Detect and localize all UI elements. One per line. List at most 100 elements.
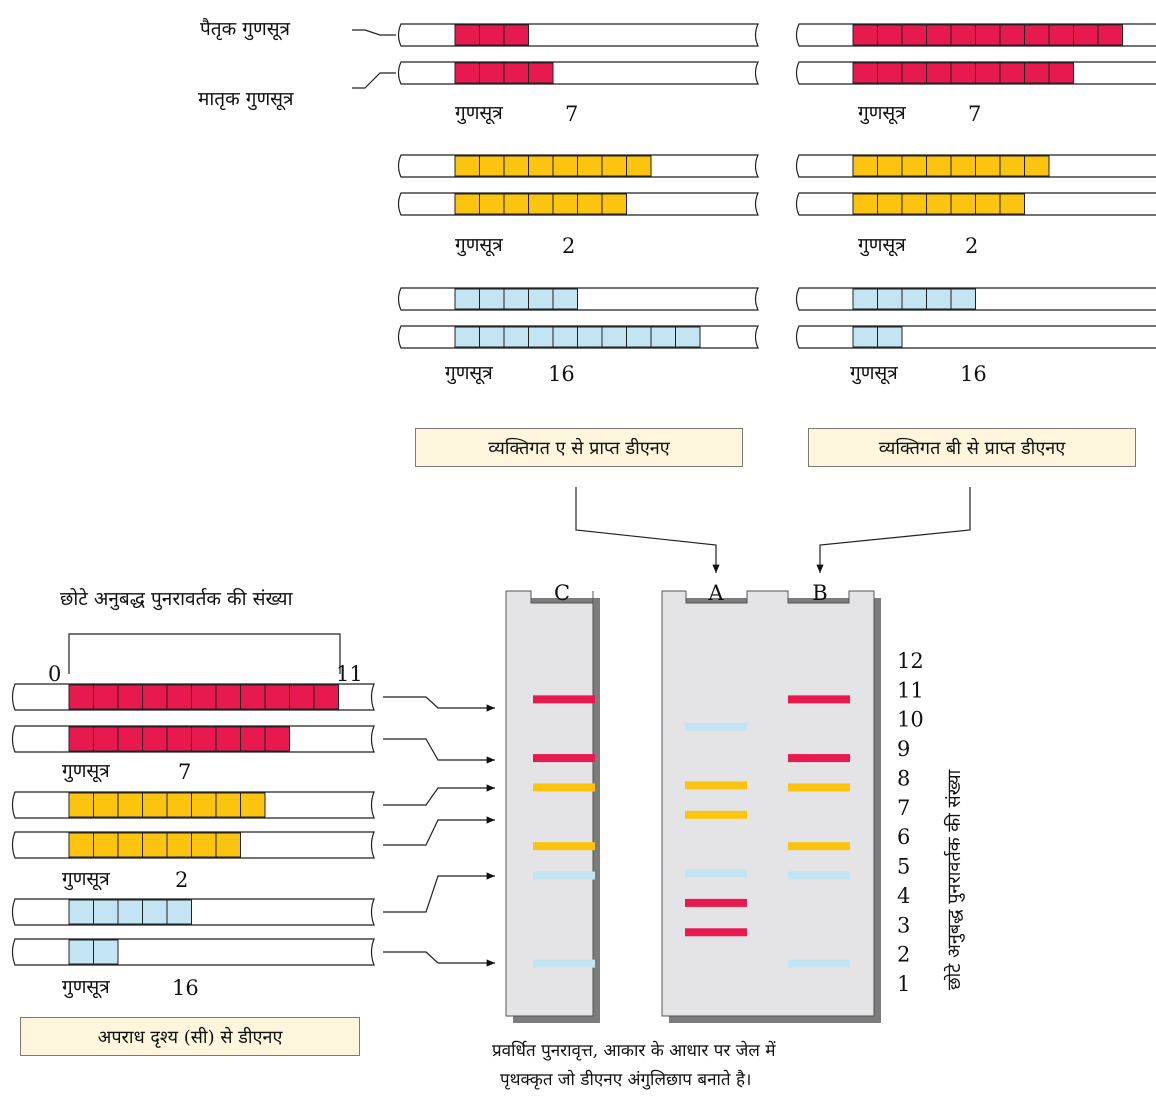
ladder-tick-6: 6 xyxy=(897,825,910,849)
chromosome-label-b2: गुणसूत्र xyxy=(858,234,906,256)
individual-b-chr7-maternal-repeat-5 xyxy=(950,62,976,84)
chromosome-label-c2: गुणसूत्र xyxy=(62,868,110,890)
scale-min-label: 0 xyxy=(48,662,62,686)
individual-a-chr7-paternal-repeat-1 xyxy=(454,24,480,46)
individual-b-chr16-paternal-repeat-4 xyxy=(926,288,952,310)
crime-scene-chr7-paternal-repeat-10 xyxy=(289,684,315,710)
scale-max-label: 11 xyxy=(336,662,363,686)
ladder-tick-8: 8 xyxy=(897,766,910,790)
individual-b-chr2-paternal-repeat-3 xyxy=(901,155,927,177)
individual-b-chr2-maternal xyxy=(795,192,1156,216)
individual-b-chr7-paternal-repeat-6 xyxy=(975,24,1001,46)
gel-slab-ab xyxy=(661,590,875,1017)
gel-band-b-3 xyxy=(788,783,850,792)
crime-scene-chr2-paternal-repeat-6 xyxy=(191,792,217,818)
crime-scene-chr7-maternal xyxy=(11,725,375,753)
individual-b-chr2-maternal-repeat-5 xyxy=(950,193,976,215)
gel-band-b-5 xyxy=(788,871,850,880)
crime-scene-chr7-paternal-repeat-6 xyxy=(191,684,217,710)
crime-scene-chr2-maternal xyxy=(11,831,375,859)
individual-b-chr2-maternal-repeat-7 xyxy=(999,193,1025,215)
chromosome-label-b16: गुणसूत्र xyxy=(850,362,898,384)
individual-a-chr7-maternal xyxy=(397,61,759,85)
crime-scene-chr2-maternal-repeat-1 xyxy=(68,832,94,858)
individual-b-chr2-paternal-repeat-5 xyxy=(950,155,976,177)
individual-a-chr2-maternal-repeat-6 xyxy=(577,193,603,215)
crime-scene-chr16-paternal-repeat-4 xyxy=(142,899,168,925)
connector-c-chr7-paternal xyxy=(383,696,495,712)
individual-b-chr16-paternal xyxy=(795,287,1156,311)
individual-b-chr7-paternal-repeat-9 xyxy=(1048,24,1074,46)
individual-b-chr7-paternal-repeat-4 xyxy=(926,24,952,46)
individual-a-chr2-maternal-repeat-4 xyxy=(528,193,554,215)
individual-a-chr7-maternal-repeat-1 xyxy=(454,62,480,84)
chromosome-number-a7: 7 xyxy=(565,102,579,126)
paternal-pointer-line xyxy=(352,29,396,36)
ladder-tick-10: 10 xyxy=(897,708,924,732)
crime-scene-chr7-maternal-repeat-2 xyxy=(93,726,119,752)
individual-a-chr2-paternal-repeat-4 xyxy=(528,155,554,177)
chromosome-label-b7: गुणसूत्र xyxy=(858,102,906,124)
crime-scene-chr7-maternal-repeat-1 xyxy=(68,726,94,752)
individual-a-chr2-paternal-repeat-2 xyxy=(479,155,505,177)
individual-a-chr7-paternal-repeat-3 xyxy=(503,24,529,46)
ladder-tick-1: 1 xyxy=(897,972,910,996)
gel-band-b-6 xyxy=(788,959,850,968)
individual-a-chr16-maternal-repeat-4 xyxy=(528,326,554,348)
individual-a-chr2-paternal-repeat-6 xyxy=(577,155,603,177)
crime-scene-chr2-paternal-repeat-3 xyxy=(117,792,143,818)
connector-c-chr2-maternal xyxy=(383,816,495,846)
individual-b-chr7-paternal-repeat-8 xyxy=(1024,24,1050,46)
individual-a-chr16-paternal-repeat-5 xyxy=(552,288,578,310)
individual-b-chr16-paternal-outline xyxy=(795,287,1156,311)
individual-b-chr7-maternal-repeat-4 xyxy=(926,62,952,84)
crime-scene-chr16-paternal-outline xyxy=(11,898,375,926)
lane-label-b: B xyxy=(812,581,827,605)
chromosome-number-a16: 16 xyxy=(548,362,575,386)
individual-a-chr16-maternal-repeat-10 xyxy=(675,326,701,348)
individual-b-chr7-paternal-repeat-3 xyxy=(901,24,927,46)
individual-b-chr7-paternal-repeat-1 xyxy=(852,24,878,46)
individual-a-chr2-maternal-repeat-3 xyxy=(503,193,529,215)
crime-scene-chr16-paternal-repeat-5 xyxy=(166,899,192,925)
gel-band-a-5 xyxy=(685,898,747,907)
chromosome-number-b16: 16 xyxy=(960,362,987,386)
crime-scene-chr2-paternal-repeat-5 xyxy=(166,792,192,818)
crime-scene-chr16-maternal xyxy=(11,938,375,966)
gel-band-a-4 xyxy=(685,869,747,878)
individual-b-chr7-paternal-repeat-10 xyxy=(1073,24,1099,46)
individual-b-chr16-maternal-repeat-2 xyxy=(877,326,903,348)
individual-b-chr7-maternal xyxy=(795,61,1156,85)
individual-a-chr7-paternal-outline xyxy=(397,23,759,47)
chromosome-number-c16: 16 xyxy=(172,976,199,1000)
individual-a-chr2-paternal-repeat-5 xyxy=(552,155,578,177)
individual-a-chr2-maternal xyxy=(397,192,759,216)
gel-band-b-4 xyxy=(788,842,850,851)
ladder-tick-12: 12 xyxy=(897,649,924,673)
gel-band-c-3 xyxy=(533,783,595,792)
ladder-tick-3: 3 xyxy=(897,913,910,937)
individual-b-chr2-maternal-repeat-6 xyxy=(975,193,1001,215)
crime-scene-chr16-paternal-repeat-3 xyxy=(117,899,143,925)
source-b-box: व्यक्तिगत बी से प्राप्त डीएनए xyxy=(808,428,1136,467)
individual-b-chr7-paternal xyxy=(795,23,1156,47)
crime-scene-chr7-paternal-repeat-11 xyxy=(313,684,339,710)
chromosome-label-c16: गुणसूत्र xyxy=(62,976,110,998)
gel-band-c-5 xyxy=(533,871,595,880)
individual-b-chr16-maternal xyxy=(795,325,1156,349)
individual-a-chr2-paternal-repeat-3 xyxy=(503,155,529,177)
individual-a-chr16-maternal-repeat-3 xyxy=(503,326,529,348)
crime-scene-chr7-maternal-repeat-4 xyxy=(142,726,168,752)
individual-b-chr7-maternal-repeat-2 xyxy=(877,62,903,84)
individual-a-chr16-maternal-repeat-9 xyxy=(650,326,676,348)
individual-b-chr2-paternal-repeat-1 xyxy=(852,155,878,177)
crime-scene-chr2-paternal-repeat-8 xyxy=(240,792,266,818)
individual-a-chr2-maternal-repeat-7 xyxy=(601,193,627,215)
individual-b-chr16-paternal-repeat-5 xyxy=(950,288,976,310)
ladder-tick-9: 9 xyxy=(897,737,910,761)
individual-b-chr2-maternal-repeat-3 xyxy=(901,193,927,215)
chromosome-number-a2: 2 xyxy=(562,234,576,258)
crime-scene-chr7-paternal-repeat-2 xyxy=(93,684,119,710)
individual-b-chr7-maternal-repeat-1 xyxy=(852,62,878,84)
